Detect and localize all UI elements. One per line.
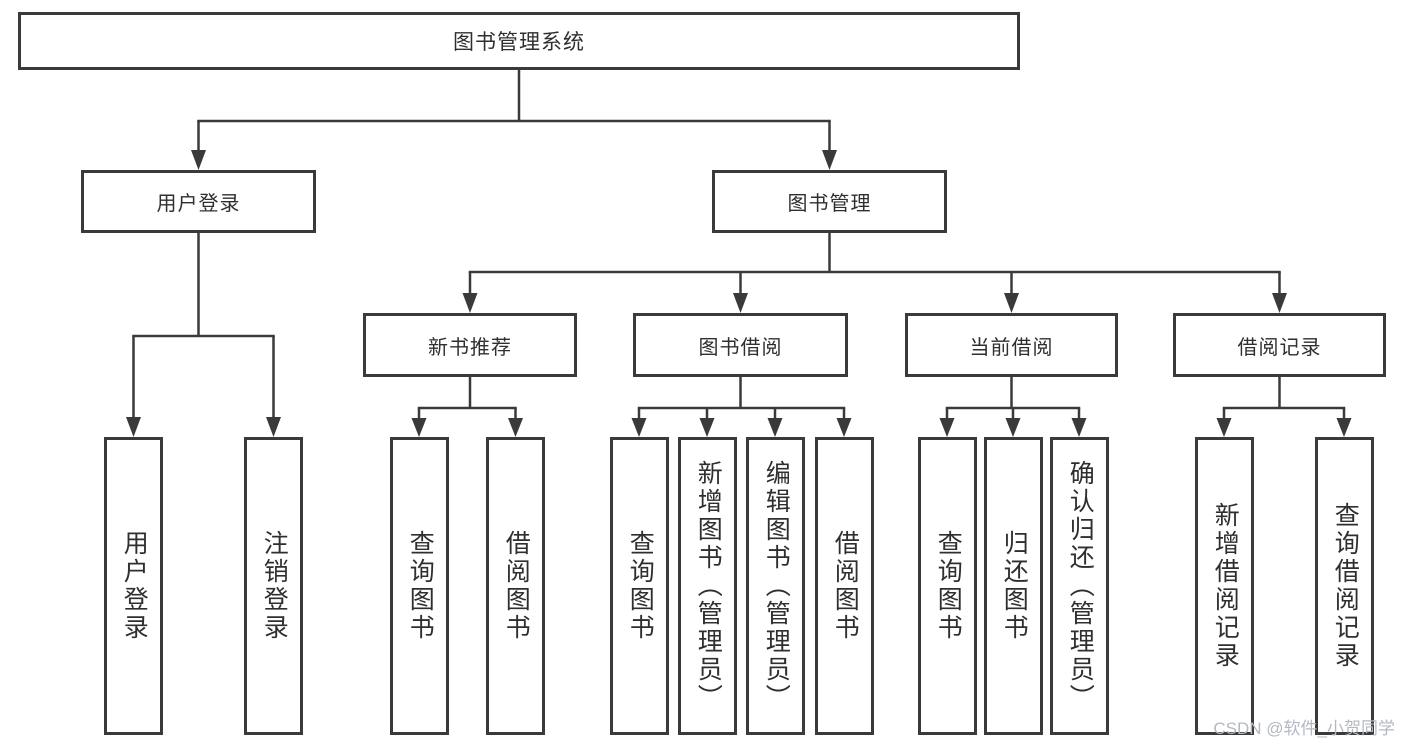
connector-new-book-to-leaves <box>411 377 523 437</box>
leaf-borrow-books-recommend: 借阅图书 <box>486 437 545 735</box>
leaf-query-books-current: 查询图书 <box>918 437 977 735</box>
leaf-query-books-current-label: 查询图书 <box>934 530 963 642</box>
connector-root-to-level2 <box>191 70 837 170</box>
leaf-add-books-admin-label: 新增图书（管理员） <box>694 460 723 712</box>
node-borrow-records: 借阅记录 <box>1173 313 1386 377</box>
connector-book-borrow-to-leaves <box>631 377 852 437</box>
leaf-add-borrow-record-label: 新增借阅记录 <box>1211 502 1240 670</box>
node-book-management: 图书管理 <box>712 170 947 233</box>
leaf-add-books-admin: 新增图书（管理员） <box>678 437 737 735</box>
leaf-query-books-borrow-label: 查询图书 <box>626 530 655 642</box>
leaf-borrow-books-recommend-label: 借阅图书 <box>502 530 531 642</box>
node-new-book-recommend: 新书推荐 <box>363 313 577 377</box>
leaf-borrow-books: 借阅图书 <box>815 437 874 735</box>
connector-current-borrow-to-leaves <box>939 377 1087 437</box>
node-root-system: 图书管理系统 <box>18 12 1020 70</box>
connector-book-management-to-level3 <box>462 233 1287 313</box>
leaf-borrow-books-label: 借阅图书 <box>831 530 860 642</box>
leaf-query-books-borrow: 查询图书 <box>610 437 669 735</box>
leaf-logout: 注销登录 <box>244 437 303 735</box>
leaf-query-books-recommend-label: 查询图书 <box>406 530 435 642</box>
connector-user-login-to-leaves <box>126 233 281 437</box>
leaf-edit-books-admin-label: 编辑图书（管理员） <box>762 460 791 712</box>
node-book-borrow: 图书借阅 <box>633 313 848 377</box>
leaf-confirm-return-admin: 确认归还（管理员） <box>1050 437 1109 735</box>
leaf-confirm-return-admin-label: 确认归还（管理员） <box>1066 460 1095 712</box>
connector-borrow-records-to-leaves <box>1216 377 1352 437</box>
leaf-query-borrow-record: 查询借阅记录 <box>1315 437 1374 735</box>
csdn-watermark: CSDN @软件_小贺同学 <box>1213 719 1395 738</box>
leaf-user-login-label: 用户登录 <box>120 530 149 642</box>
node-user-login: 用户登录 <box>81 170 316 233</box>
leaf-logout-label: 注销登录 <box>260 530 289 642</box>
leaf-add-borrow-record: 新增借阅记录 <box>1195 437 1254 735</box>
leaf-query-books-recommend: 查询图书 <box>390 437 449 735</box>
leaf-edit-books-admin: 编辑图书（管理员） <box>746 437 805 735</box>
leaf-return-books: 归还图书 <box>984 437 1043 735</box>
leaf-user-login: 用户登录 <box>104 437 163 735</box>
leaf-query-borrow-record-label: 查询借阅记录 <box>1331 502 1360 670</box>
node-current-borrow: 当前借阅 <box>905 313 1118 377</box>
leaf-return-books-label: 归还图书 <box>1000 530 1029 642</box>
